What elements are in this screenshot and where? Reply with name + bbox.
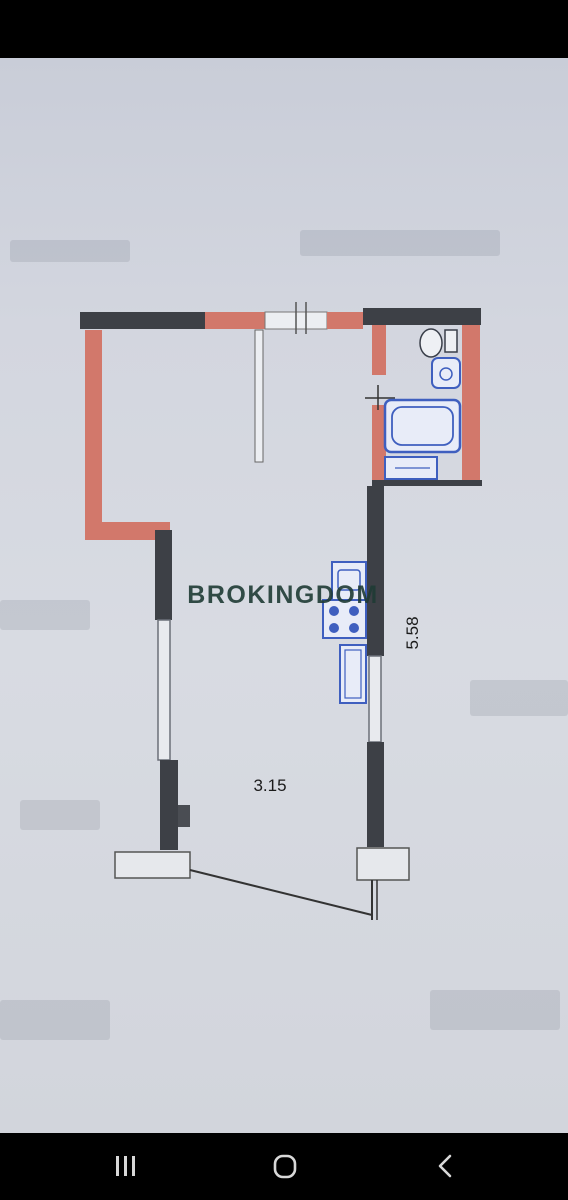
balcony <box>189 869 378 920</box>
watermark: BROKINGDOM <box>187 581 378 609</box>
floor-plan-photo: 3.15 5.58 BROKINGDOM <box>0 58 568 1133</box>
navigation-bar <box>0 1133 568 1200</box>
home-button[interactable] <box>265 1147 305 1187</box>
width-dimension: 3.15 <box>253 776 286 795</box>
partition <box>254 329 264 463</box>
status-bar <box>0 0 568 58</box>
toilet-icon <box>419 328 443 358</box>
length-dimension: 5.58 <box>403 616 422 649</box>
back-icon <box>438 1154 452 1178</box>
recents-button[interactable] <box>106 1147 146 1187</box>
kitchen <box>322 561 367 704</box>
paper-texture <box>0 230 568 1040</box>
stove-icon <box>322 599 367 639</box>
right-wall <box>356 486 410 881</box>
recents-icon <box>116 1156 135 1176</box>
top-wall <box>80 302 481 334</box>
cabinet-icon <box>339 644 367 704</box>
sink-icon <box>431 357 461 389</box>
floor-plan: 3.15 5.58 BROKINGDOM <box>0 230 568 1040</box>
bathtub-icon <box>383 398 462 454</box>
left-wall <box>85 330 191 879</box>
back-button[interactable] <box>425 1147 465 1187</box>
bathroom <box>365 325 482 486</box>
home-icon <box>273 1154 297 1179</box>
